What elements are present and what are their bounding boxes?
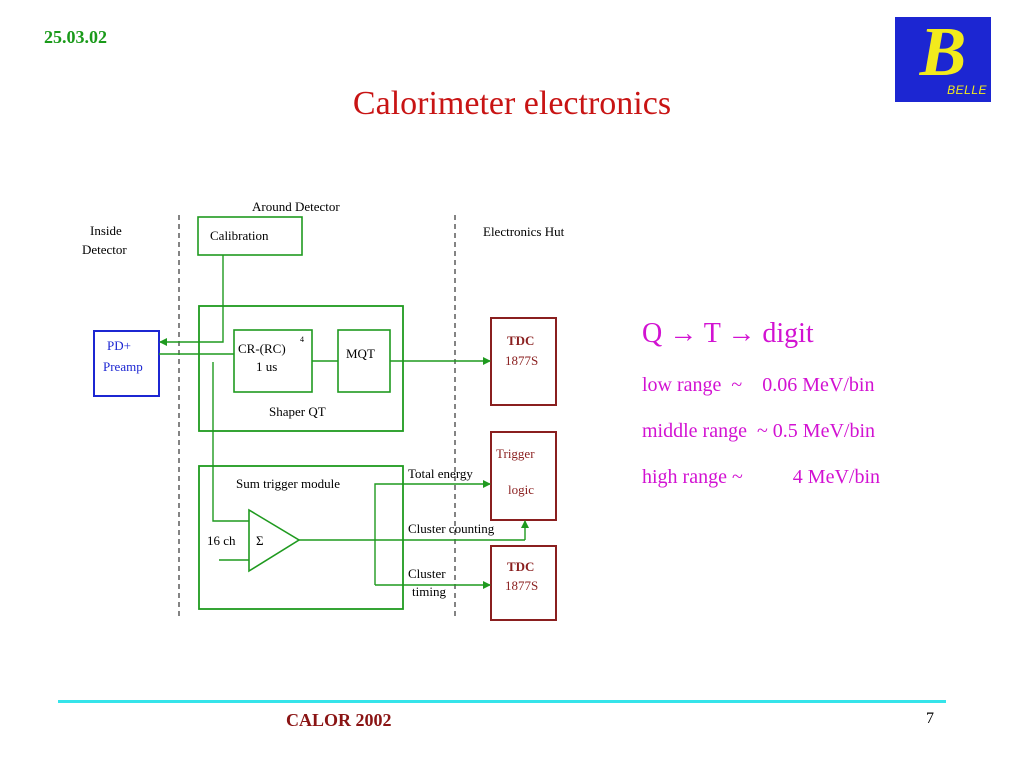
- tdc-bottom-label-2: 1877S: [505, 578, 538, 593]
- shaper-to-sum-line: [212, 362, 249, 522]
- pd-preamp-label-2: Preamp: [103, 359, 143, 374]
- pd-preamp-box: [93, 330, 160, 397]
- region-label-inside-2: Detector: [82, 242, 127, 257]
- tdc-top-label-1: TDC: [507, 333, 534, 348]
- slide-date: 25.03.02: [44, 27, 107, 47]
- slide-title: Calorimeter electronics: [352, 85, 672, 122]
- tdc-top-box: [490, 317, 557, 406]
- cluster-counting-label: Cluster counting: [408, 521, 495, 536]
- cluster-timing-label-2: timing: [412, 584, 446, 599]
- total-energy-label: Total energy: [408, 466, 473, 481]
- sum-amplifier: [248, 508, 301, 573]
- belle-logo-text: BELLE: [947, 83, 987, 97]
- trigger-logic-label-1: Trigger: [496, 446, 535, 461]
- cr-rc-exponent: 4: [300, 335, 304, 344]
- tdc-bottom-label-1: TDC: [507, 559, 534, 574]
- belle-logo-letter: B: [919, 14, 967, 91]
- region-label-hut: Electronics Hut: [483, 224, 565, 239]
- range-row-high: high range ~ 4 MeV/bin: [642, 466, 881, 488]
- calibration-to-preamp-line: [159, 255, 224, 346]
- mqt-box: [337, 329, 391, 393]
- cr-rc-time: 1 us: [256, 359, 277, 374]
- channels-label: 16 ch: [207, 533, 236, 548]
- cluster-timing-label-1: Cluster: [408, 566, 446, 581]
- footer-divider: [58, 700, 946, 703]
- range-row-low: low range ~ 0.06 MeV/bin: [642, 374, 875, 396]
- footer-conference: CALOR 2002: [286, 710, 392, 730]
- shaper-qt-label: Shaper QT: [269, 404, 326, 419]
- sum-sigma-symbol: Σ: [256, 533, 264, 548]
- pd-preamp-label-1: PD+: [107, 338, 131, 353]
- tdc-bottom-box: [490, 545, 557, 621]
- shaper-qt-box: [198, 305, 404, 432]
- mqt-label: MQT: [346, 346, 375, 361]
- conversion-heading: Q → T → digit: [642, 318, 814, 349]
- range-row-middle: middle range ~ 0.5 MeV/bin: [642, 420, 875, 442]
- trigger-logic-label-2: logic: [508, 482, 534, 497]
- calibration-box: [197, 216, 303, 256]
- cr-rc-label: CR-(RC): [238, 341, 286, 356]
- page-number: 7: [926, 710, 934, 727]
- sum-trigger-label: Sum trigger module: [236, 476, 340, 491]
- belle-logo: B BELLE: [895, 14, 991, 102]
- total-energy-line: [374, 480, 491, 585]
- sum-trigger-box: [198, 465, 404, 610]
- region-label-inside-1: Inside: [90, 223, 122, 238]
- calibration-label: Calibration: [210, 228, 269, 243]
- tdc-top-label-2: 1877S: [505, 353, 538, 368]
- region-label-around: Around Detector: [252, 199, 340, 214]
